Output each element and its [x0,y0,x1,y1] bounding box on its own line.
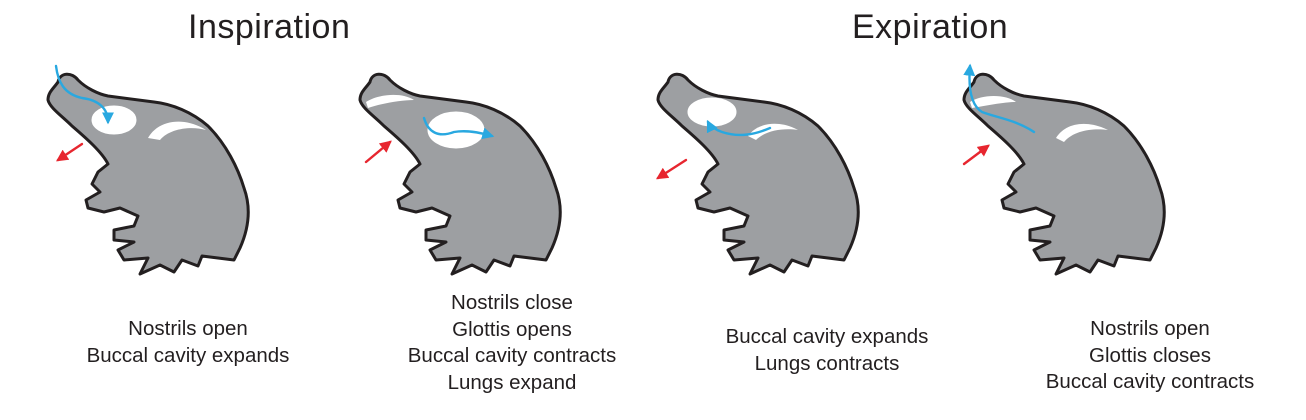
expiration-title: Expiration [852,8,1009,46]
caption-line: Lungs contracts [754,351,900,375]
frog-panel-3 [652,60,952,292]
lung-highlight-4 [1056,123,1108,142]
caption-line: Glottis closes [1089,343,1211,367]
caption-panel-4: Nostrils open Glottis closes Buccal cavi… [1008,316,1292,396]
buccal-cavity-1 [91,105,137,135]
frog-panel-1 [42,60,342,292]
caption-line: Buccal cavity expands [725,325,929,348]
airflow-arrow-1 [54,64,114,125]
caption-line: Glottis opens [452,317,572,341]
throat-arrow-2 [364,140,392,164]
lung-cavity-2 [427,111,485,149]
frog-diagram-4 [962,63,1166,276]
frog-body-1 [46,72,250,276]
airflow-arrow-4 [963,63,1036,134]
caption-line: Lungs expand [447,370,577,394]
lung-highlight-1 [148,121,206,140]
caption-line: Nostrils open [1090,317,1210,340]
caption-line: Nostrils open [128,317,248,340]
inspiration-title: Inspiration [188,8,351,46]
caption-line: Buccal cavity contracts [407,344,617,367]
caption-line: Buccal cavity expands [86,343,290,367]
frog-diagram-2 [358,72,562,276]
frog-panel-4 [958,60,1258,292]
airflow-arrow-2 [422,116,495,140]
frog-body-2 [358,72,562,276]
caption-line: Buccal cavity contracts [1045,370,1255,393]
lung-highlight-3 [748,123,798,140]
nostril-highlight-4 [970,96,1016,108]
frog-body-3 [656,72,860,276]
caption-panel-3: Buccal cavity expands Lungs contracts [692,324,962,377]
frog-diagram-1 [46,64,250,276]
throat-arrow-3 [655,158,688,180]
throat-arrow-1 [56,142,84,162]
frog-panel-2 [354,60,654,292]
caption-line: Nostrils close [451,291,573,314]
buccal-cavity-3 [687,97,737,127]
airflow-arrow-3 [706,119,772,137]
frog-diagram-3 [655,72,860,276]
nostril-highlight-2 [366,94,414,108]
caption-panel-1: Nostrils open Buccal cavity expands [58,316,318,369]
caption-panel-2: Nostrils close Glottis opens Buccal cavi… [372,290,652,396]
throat-arrow-4 [962,144,990,166]
